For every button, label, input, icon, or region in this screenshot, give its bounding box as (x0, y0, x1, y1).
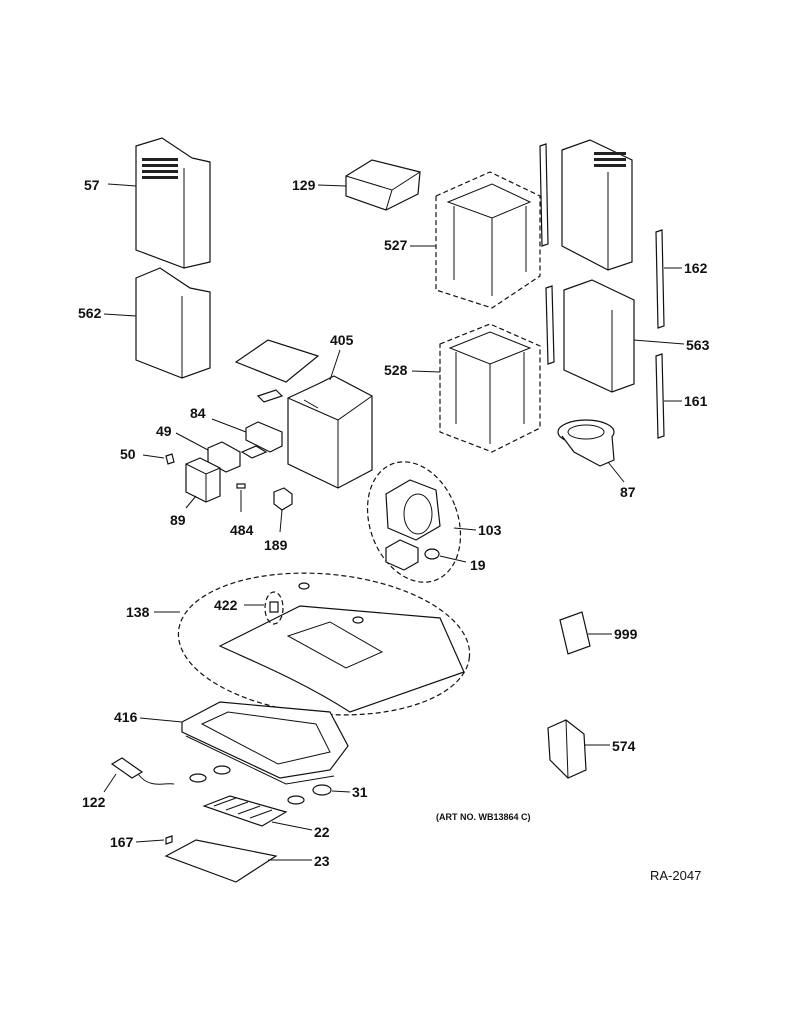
callout-50: 50 (120, 446, 136, 462)
callout-87: 87 (620, 484, 636, 500)
callout-19: 19 (470, 557, 486, 573)
callout-129: 129 (292, 177, 316, 193)
callout-528: 528 (384, 362, 408, 378)
callout-562: 562 (78, 305, 102, 321)
callout-122: 122 (82, 794, 106, 810)
part-138-canopy (177, 572, 471, 716)
part-50-screw (165, 453, 175, 465)
part-87-duct-transition (557, 419, 615, 467)
callout-89: 89 (170, 512, 186, 528)
part-161-trim-strip (655, 353, 665, 439)
part-562-lower-chimney-cover (135, 267, 211, 379)
part-574-mounting-bracket (547, 719, 587, 779)
callout-31: 31 (352, 784, 368, 800)
part-416-lower-housing (181, 701, 349, 785)
part-527-upper-frame (435, 171, 541, 309)
callout-161: 161 (684, 393, 708, 409)
callout-574: 574 (612, 738, 636, 754)
callout-405: 405 (330, 332, 354, 348)
callout-138: 138 (126, 604, 150, 620)
callout-999: 999 (614, 626, 638, 642)
part-122-lamp-harness (110, 757, 175, 785)
part-189-switch (273, 487, 293, 511)
callout-84: 84 (190, 405, 206, 421)
callout-57: 57 (84, 177, 100, 193)
part-84-bracket (240, 421, 283, 459)
part-89-cover-box (185, 457, 221, 503)
part-484-fuse (236, 483, 246, 489)
callout-563: 563 (686, 337, 710, 353)
callout-527: 527 (384, 237, 408, 253)
upper-chimney-cover-right (539, 139, 633, 271)
callout-22: 22 (314, 824, 330, 840)
part-129-duct-adapter (345, 159, 421, 211)
callout-422: 422 (214, 597, 238, 613)
part-999-manual (559, 611, 591, 655)
part-528-lower-frame (439, 323, 541, 453)
vent-grille-icon-right (594, 152, 626, 167)
callout-23: 23 (314, 853, 330, 869)
callout-416: 416 (114, 709, 138, 725)
vent-grille-icon (142, 158, 178, 179)
callout-167: 167 (110, 834, 134, 850)
callout-189: 189 (264, 537, 288, 553)
lamp-sockets (189, 765, 305, 805)
part-57-upper-chimney-cover (135, 137, 211, 269)
art-number-note: (ART NO. WB13864 C) (436, 812, 531, 822)
diagram-code: RA-2047 (650, 868, 701, 883)
top-plate (234, 339, 320, 403)
callout-49: 49 (156, 423, 172, 439)
callout-162: 162 (684, 260, 708, 276)
part-422-fastener (264, 591, 284, 625)
callout-103: 103 (478, 522, 502, 538)
part-23-light-cover (164, 839, 278, 883)
part-103-blower-assembly (366, 461, 462, 583)
callout-484: 484 (230, 522, 254, 538)
part-167-clip (165, 835, 173, 845)
part-22-grease-filter (202, 795, 288, 827)
part-162-trim-strip (655, 229, 665, 329)
part-31-light-socket (312, 784, 332, 796)
part-405-blower-housing (287, 375, 373, 489)
part-563-lower-chimney-cover-right (545, 279, 635, 393)
part-19-capacitor (424, 548, 440, 560)
